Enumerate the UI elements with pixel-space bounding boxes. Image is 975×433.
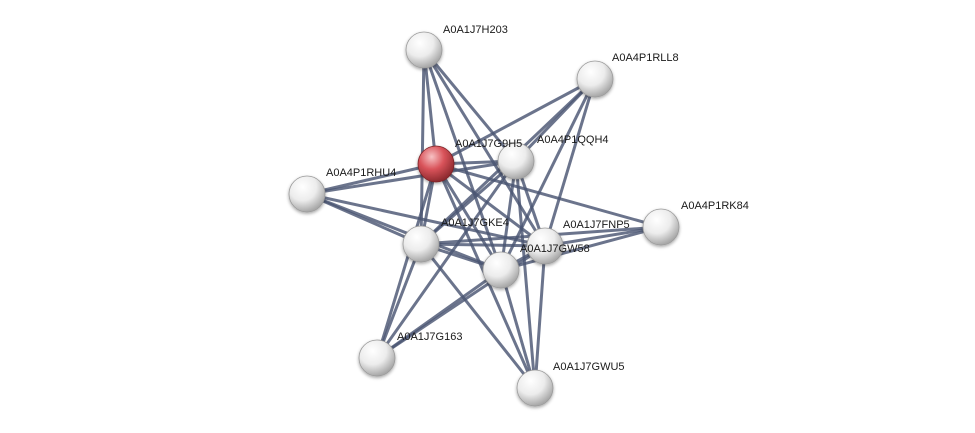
node-A0A1J7GW58[interactable] xyxy=(482,251,520,289)
edge-A0A1J7GKE4-A0A1J7FNP5[interactable] xyxy=(419,242,547,248)
edge-A0A4P1RHU4-A0A1J7GW58[interactable] xyxy=(305,192,503,272)
edge-A0A1J7FNP5-A0A1J7GWU5[interactable] xyxy=(533,244,547,390)
edge-A0A1J7G9H5-A0A1J7FNP5[interactable] xyxy=(434,162,547,248)
edge-A0A1J7GW58-A0A1J7G163[interactable] xyxy=(375,268,503,360)
edge-A0A4P1RK84-A0A1J7GW58[interactable] xyxy=(499,225,663,272)
edge-A0A4P1QQH4-A0A1J7G163[interactable] xyxy=(375,159,518,360)
edge-A0A4P1RLL8-A0A1J7FNP5[interactable] xyxy=(543,77,597,248)
nodes-layer xyxy=(288,31,680,407)
node-label-A0A1J7GWU5: A0A1J7GWU5 xyxy=(553,361,625,373)
edge-A0A1J7H203-A0A1J7G9H5[interactable] xyxy=(422,48,438,166)
node-label-A0A1J7FNP5: A0A1J7FNP5 xyxy=(563,219,630,231)
node-label-A0A1J7G163: A0A1J7G163 xyxy=(397,331,462,343)
node-label-A0A4P1RK84: A0A4P1RK84 xyxy=(681,200,749,212)
edge-A0A1J7H203-A0A4P1QQH4[interactable] xyxy=(422,48,518,163)
node-label-A0A4P1RLL8: A0A4P1RLL8 xyxy=(612,52,679,64)
edge-A0A4P1QQH4-A0A1J7GKE4[interactable] xyxy=(419,159,518,246)
edge-A0A4P1RLL8-A0A1J7G9H5[interactable] xyxy=(434,77,597,166)
edge-A0A1J7G9H5-A0A4P1RHU4[interactable] xyxy=(305,162,438,196)
edge-A0A1J7G9H5-A0A1J7GW58[interactable] xyxy=(434,162,503,272)
node-label-A0A1J7H203: A0A1J7H203 xyxy=(443,24,508,36)
node-A0A1J7FNP5[interactable] xyxy=(526,227,564,265)
node-A0A1J7G163[interactable] xyxy=(358,339,396,377)
edge-A0A1J7G9H5-A0A4P1RK84[interactable] xyxy=(434,162,663,229)
edge-A0A4P1QQH4-A0A1J7GWU5[interactable] xyxy=(514,159,537,390)
node-label-A0A1J7GKE4: A0A1J7GKE4 xyxy=(441,217,509,229)
edge-A0A4P1RK84-A0A1J7FNP5[interactable] xyxy=(543,225,663,248)
node-label-A0A4P1QQH4: A0A4P1QQH4 xyxy=(537,134,609,146)
node-label-A0A4P1RHU4: A0A4P1RHU4 xyxy=(326,167,396,179)
node-A0A1J7GWU5[interactable] xyxy=(516,369,554,407)
edge-A0A1J7H203-A0A1J7FNP5[interactable] xyxy=(422,48,547,248)
edge-A0A1J7GKE4-A0A1J7G163[interactable] xyxy=(375,242,423,360)
node-A0A4P1RHU4[interactable] xyxy=(288,175,326,213)
edge-A0A1J7G9H5-A0A1J7G163[interactable] xyxy=(375,162,438,360)
node-A0A4P1QQH4[interactable] xyxy=(497,142,535,180)
edge-A0A4P1QQH4-A0A4P1RHU4[interactable] xyxy=(305,159,518,196)
node-A0A4P1RLL8[interactable] xyxy=(576,60,614,98)
node-A0A1J7GKE4[interactable] xyxy=(402,225,440,263)
edge-A0A1J7GKE4-A0A1J7GWU5[interactable] xyxy=(419,242,537,390)
edge-A0A1J7GW58-A0A1J7GWU5[interactable] xyxy=(499,268,537,390)
node-label-A0A1J7G9H5: A0A1J7G9H5 xyxy=(455,138,522,150)
node-label-A0A1J7GW58: A0A1J7GW58 xyxy=(520,243,590,255)
node-A0A1J7H203[interactable] xyxy=(405,31,443,69)
node-A0A4P1RK84[interactable] xyxy=(642,208,680,246)
node-A0A1J7G9H5[interactable] xyxy=(417,145,455,183)
